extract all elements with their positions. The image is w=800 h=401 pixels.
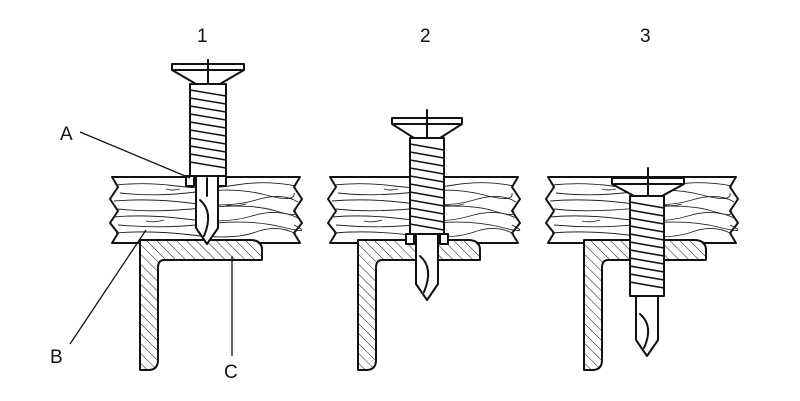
stage-2: 2: [327, 26, 521, 371]
stage-1-number: 1: [197, 26, 208, 47]
stage-2-number: 2: [420, 26, 431, 47]
screw: [171, 59, 245, 245]
callout-a-label: A: [60, 124, 73, 145]
stage-3: 3: [545, 26, 739, 371]
callout-b-label: B: [50, 347, 63, 368]
callout-c-label: C: [224, 362, 238, 383]
screw: [611, 167, 685, 357]
screw: [391, 109, 463, 301]
stage-3-number: 3: [640, 26, 651, 47]
callout-b-leader: [69, 229, 147, 345]
angle-bracket: [139, 239, 263, 371]
stage-1: 1: [50, 26, 303, 383]
callout-a-leader: [79, 131, 191, 179]
